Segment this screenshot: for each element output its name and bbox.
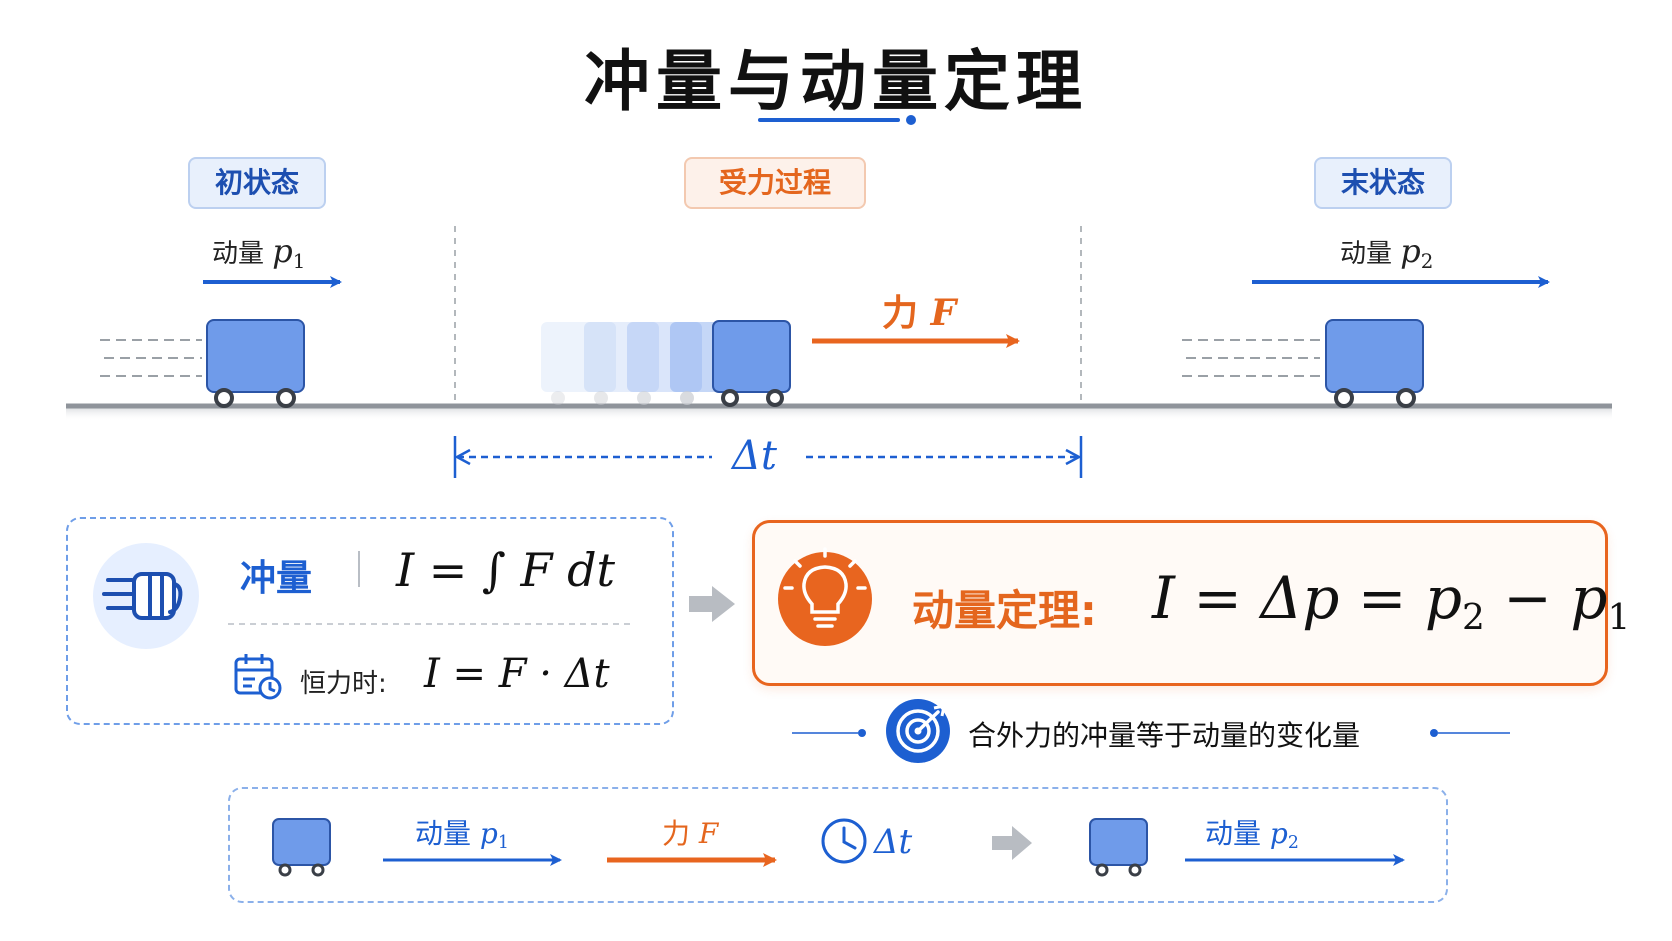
p2-label: 动量 p2 — [1340, 232, 1434, 273]
impulse-card — [66, 517, 674, 725]
lightbulb-icon — [778, 547, 872, 646]
process-cart — [712, 320, 791, 407]
summary-card — [228, 787, 1448, 903]
summary-p2-label: 动量 p2 — [1205, 817, 1299, 854]
summary-force-label: 力 F — [662, 817, 719, 850]
summary-delta-t-label: Δt — [874, 822, 913, 862]
calendar-clock-icon — [234, 654, 282, 700]
right-arrow-icon — [689, 586, 735, 622]
summary-right-arrow-icon — [992, 826, 1032, 860]
target-icon — [886, 699, 950, 763]
page-title: 冲量与动量定理 — [584, 43, 1088, 120]
constant-force-label: 恒力时: — [300, 669, 387, 699]
final-cart — [1325, 319, 1424, 408]
delta-t-label: Δt — [732, 433, 777, 479]
ghost-carts — [541, 322, 745, 405]
summary-cart-initial — [272, 818, 331, 877]
impulse-integral-formula: I = ∫ F dt — [396, 543, 616, 597]
stage-final-pill: 末状态 — [1314, 157, 1452, 209]
clock-icon — [821, 818, 867, 864]
stage-initial-pill: 初状态 — [188, 157, 326, 209]
initial-motion-lines — [100, 339, 202, 377]
theorem-label: 动量定理: — [912, 586, 1097, 635]
summary-cart-final — [1089, 818, 1148, 877]
stage-process-pill: 受力过程 — [684, 157, 866, 209]
force-label: 力 F — [882, 292, 957, 334]
initial-cart — [206, 319, 305, 408]
fist-icon — [93, 543, 199, 649]
theorem-card — [752, 520, 1608, 686]
impulse-name: 冲量 — [240, 558, 313, 599]
p1-label: 动量 p1 — [212, 232, 306, 273]
ground-shadow — [66, 407, 1612, 421]
summary-p1-label: 动量 p1 — [415, 817, 509, 854]
tagline: 合外力的冲量等于动量的变化量 — [968, 719, 1361, 752]
final-motion-lines — [1182, 339, 1320, 377]
constant-force-formula: I = F · Δt — [424, 651, 610, 697]
theorem-formula: I = Δp = p2 − p1 — [1152, 564, 1631, 638]
delta-t-span — [453, 436, 1083, 478]
